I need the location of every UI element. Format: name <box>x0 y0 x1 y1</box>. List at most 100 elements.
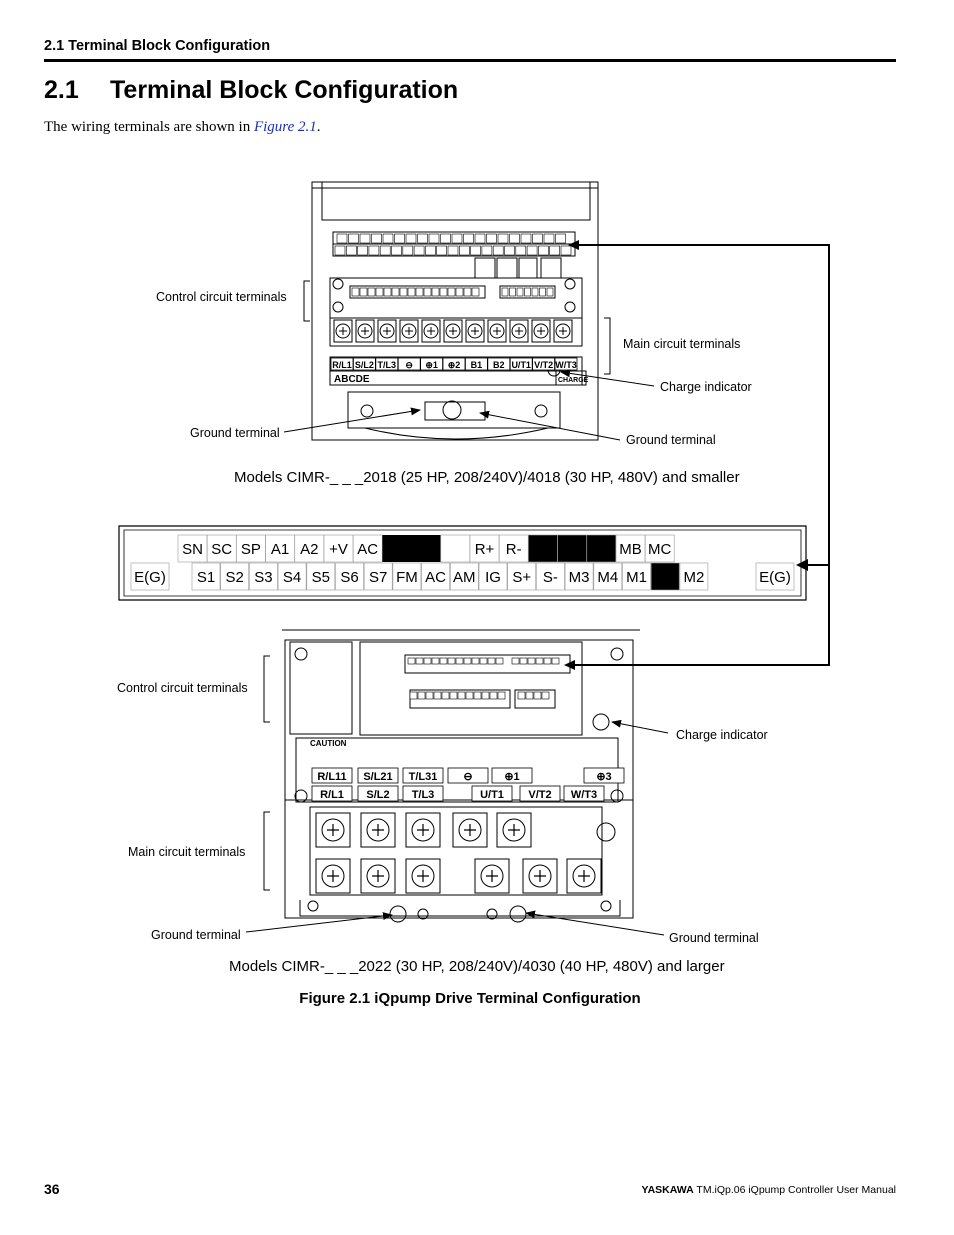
bottom-control-cell <box>519 657 528 665</box>
top-main-term-label: B1 <box>471 360 483 370</box>
top-control-pin <box>391 287 400 297</box>
strip-top-cell <box>469 534 500 563</box>
bottom-row1-label: R/L11 <box>317 771 346 783</box>
top-control-cell <box>560 245 572 256</box>
bottom-control-pin <box>433 691 442 700</box>
strip-top-cell <box>644 534 675 563</box>
top-control-cell <box>481 245 493 256</box>
top-control-cell <box>413 245 425 256</box>
top-control-cell <box>368 245 380 256</box>
top-control-cell <box>391 245 402 256</box>
top-control-pin <box>501 287 509 297</box>
strip-bottom-label: FM <box>396 569 418 586</box>
bottom-main-screw-slot <box>417 824 429 836</box>
top-control-pin <box>375 287 384 297</box>
strip-eg-right-label: E(G) <box>759 569 791 586</box>
top-control-pin <box>516 287 524 297</box>
top-control-pin <box>463 287 472 297</box>
top-control-pin <box>423 287 432 297</box>
top-control-cell <box>382 233 394 244</box>
strip-bottom-cell <box>507 562 537 591</box>
bottom-control-pin <box>497 691 506 700</box>
top-control-cell <box>394 233 405 244</box>
top-main-term-label: S/L2 <box>355 360 374 370</box>
top-control-cell <box>520 233 532 244</box>
top-control-pin <box>351 287 360 297</box>
bottom-row2-box <box>563 785 605 802</box>
plate-label: ABCDE <box>334 374 370 385</box>
strip-bottom-cell <box>306 562 336 591</box>
bottom-main-screw-slot <box>578 870 590 882</box>
top-main-screws <box>333 319 573 343</box>
strip-top-cell <box>323 534 354 563</box>
strip-top-cell <box>177 534 208 563</box>
top-control-pin <box>455 287 464 297</box>
bottom-row1-label: ⊕1 <box>504 771 519 783</box>
bottom-main-screw-slot <box>417 870 429 882</box>
top-main-screw-slot <box>515 327 523 335</box>
top-main-screw-slot <box>449 327 457 335</box>
strip-top-label: MC <box>648 541 671 558</box>
bottom-control-pin <box>489 691 498 700</box>
top-main-term-label: R/L1 <box>332 360 352 370</box>
top-control-cell <box>447 245 459 256</box>
strip-bottom-label: AM <box>453 569 476 586</box>
strip-eg-right-cell <box>755 562 795 591</box>
strip-top-label: SC <box>211 541 232 558</box>
figure-link[interactable]: Figure 2.1 <box>253 119 317 135</box>
top-control-pin <box>531 287 539 297</box>
strip-top-label: R- <box>506 541 522 558</box>
top-main-screw-slot <box>559 327 567 335</box>
strip-top-label: A1 <box>271 541 289 558</box>
strip-top-label: MA <box>590 541 613 558</box>
bottom-control-cell <box>479 657 488 665</box>
top-main-term-label: B2 <box>493 360 505 370</box>
top-control-pin <box>407 287 416 297</box>
strip-top-cell <box>294 534 325 563</box>
strip-top-cell <box>557 534 587 563</box>
top-control-pin <box>399 287 408 297</box>
strip-bottom-cell <box>564 562 594 591</box>
strip-top-label: R+ <box>475 541 495 558</box>
bottom-ground-right-label: Ground terminal <box>669 931 759 945</box>
strip-bottom-label: S3 <box>254 569 272 586</box>
bottom-control-pin <box>449 691 458 700</box>
strip-bottom-label: S1 <box>197 569 215 586</box>
strip-bottom-label: M2 <box>683 569 704 586</box>
top-main-term-label: ⊕1 <box>425 360 438 370</box>
bottom-control-cell <box>423 657 432 665</box>
top-control-pin <box>359 287 368 297</box>
strip-top-label: SN <box>182 541 203 558</box>
strip-eg-left-label: E(G) <box>134 569 166 586</box>
top-control-cell <box>357 245 368 256</box>
top-main-screw-slot <box>361 327 369 335</box>
top-control-cell <box>379 245 391 256</box>
intro-text: The wiring terminals are shown in <box>44 119 254 135</box>
top-control-cell <box>336 233 348 244</box>
strip-bottom-cell <box>593 562 623 591</box>
section-number: 2.1 <box>44 76 79 104</box>
bottom-control-pin <box>457 691 466 700</box>
bottom-row2-label: V/T2 <box>528 789 551 801</box>
top-control-cell <box>509 233 520 244</box>
top-main-term-label: U/T1 <box>511 360 531 370</box>
bottom-control-label: Control circuit terminals <box>117 681 248 695</box>
strip-bottom-cell <box>421 562 450 591</box>
bottom-row2-box <box>402 785 444 802</box>
top-control-cell <box>515 245 527 256</box>
strip-bottom-label: S+ <box>512 569 531 586</box>
bottom-row2-box <box>357 785 399 802</box>
top-control-cell <box>348 233 359 244</box>
bottom-control-cell <box>415 657 424 665</box>
bottom-control-cell <box>487 657 496 665</box>
bottom-control-pin <box>525 691 534 700</box>
bottom-control-cell <box>511 657 520 665</box>
intro-end: . <box>316 119 321 135</box>
top-control-pin <box>539 287 546 297</box>
strip-top-cell <box>352 534 383 563</box>
page-number: 36 <box>44 1181 60 1197</box>
top-main-term-label: ⊕2 <box>448 360 461 370</box>
